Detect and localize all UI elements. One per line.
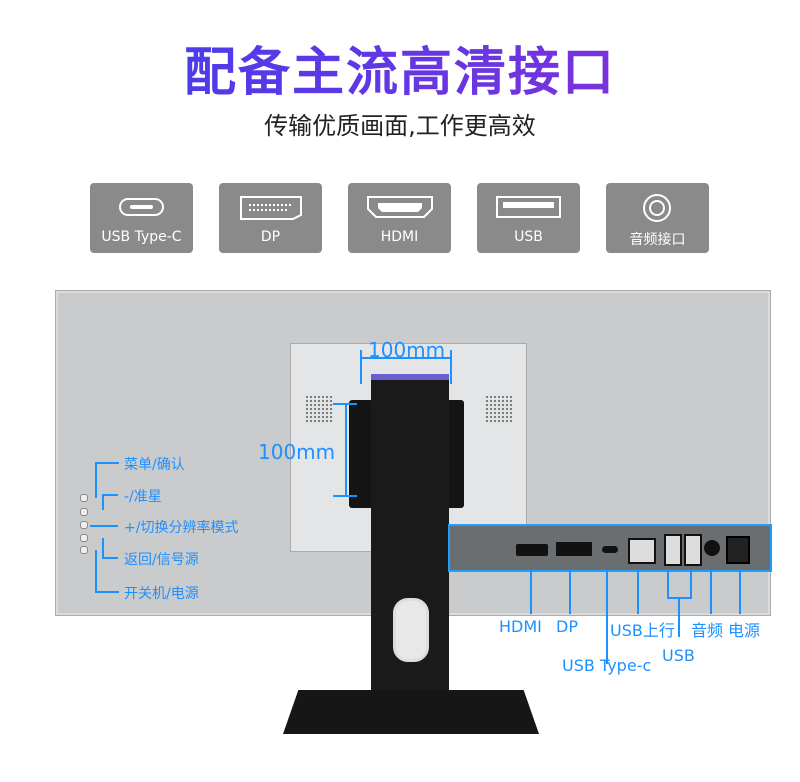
vesa-height-label: 100mm [258,440,336,464]
minus-button[interactable] [80,508,88,516]
leader-hdmi [530,570,532,614]
port-card-label: DP [260,229,281,245]
power-button[interactable] [80,546,88,554]
leader-dp [569,570,571,614]
port-card-label: USB [514,229,543,245]
leader-menu-v [95,462,97,498]
dp-port [556,542,592,556]
usb-c-label: USB Type-c [562,656,652,675]
audio-label: 音频 [691,621,724,640]
plus-button[interactable] [80,521,88,529]
speaker-grille-left [305,395,333,423]
mount-bracket-left [349,400,373,508]
leader-menu-h [95,462,119,464]
port-card-usb-c: USB Type-C [90,183,193,253]
leader-plus-h [90,525,118,527]
leader-minus-v [102,494,104,510]
leader-audio [710,570,712,614]
leader-back-h [102,557,118,559]
usb-label: USB [662,646,695,665]
menu-button-label: 菜单/确认 [124,457,185,473]
displayport-icon [219,193,322,221]
usb-c-port [602,546,618,553]
page-subtitle: 传输优质画面,工作更高效 [264,112,536,140]
hdmi-label: HDMI [499,617,542,636]
leader-power [739,570,741,614]
back-button[interactable] [80,534,88,542]
vesa-width-label: 100mm [368,338,446,362]
port-card-audio: 音频接口 [606,183,709,253]
leader-usb-1 [667,570,669,598]
port-card-label: USB Type-C [101,229,182,245]
power-button-label: 开关机/电源 [124,586,199,602]
vesa-width-line [360,357,452,359]
minus-button-label: -/准星 [124,489,162,505]
back-button-label: 返回/信号源 [124,552,199,568]
page-title: 配备主流高清接口 [0,30,800,105]
leader-usb-down [678,597,680,637]
io-port-panel [448,524,772,572]
port-card-usb: USB [477,183,580,253]
vesa-width-tick-right [450,350,452,384]
leader-minus-h [102,494,118,496]
speaker-grille-right [485,395,513,423]
leader-usb-up [637,570,639,614]
plus-button-label: +/切换分辨率模式 [124,520,239,536]
power-label: 电源 [728,621,761,640]
leader-usb-2 [690,570,692,598]
usb-icon [477,193,580,221]
leader-back-v [102,538,104,558]
port-card-label: HDMI [380,229,419,245]
power-port [726,536,750,564]
vesa-height-tick-top [333,403,357,405]
menu-button[interactable] [80,494,88,502]
leader-usbc [606,570,608,664]
vesa-width-tick-left [360,350,362,384]
stand-neck-accent [371,374,449,380]
usb-upstream-port [628,538,656,564]
audio-port [704,540,720,556]
usb-port-1 [664,534,682,566]
cable-management-hole [393,598,429,662]
mount-bracket-right [444,400,464,508]
dp-label: DP [556,617,578,636]
leader-power-v [95,550,97,592]
vesa-height-line [345,403,347,497]
vesa-height-tick-bottom [333,495,357,497]
stand-base [283,690,539,734]
hdmi-port [516,544,548,556]
audio-jack-icon [606,193,709,222]
usb-upstream-label: USB上行 [610,621,675,640]
port-card-hdmi: HDMI [348,183,451,253]
port-icon-row: USB Type-C DP HDMI USB 音频接口 [90,183,710,253]
port-card-label: 音频接口 [629,232,686,248]
usb-port-2 [684,534,702,566]
leader-power-h [95,591,119,593]
hdmi-icon [348,193,451,221]
usb-c-icon [90,193,193,221]
port-card-dp: DP [219,183,322,253]
